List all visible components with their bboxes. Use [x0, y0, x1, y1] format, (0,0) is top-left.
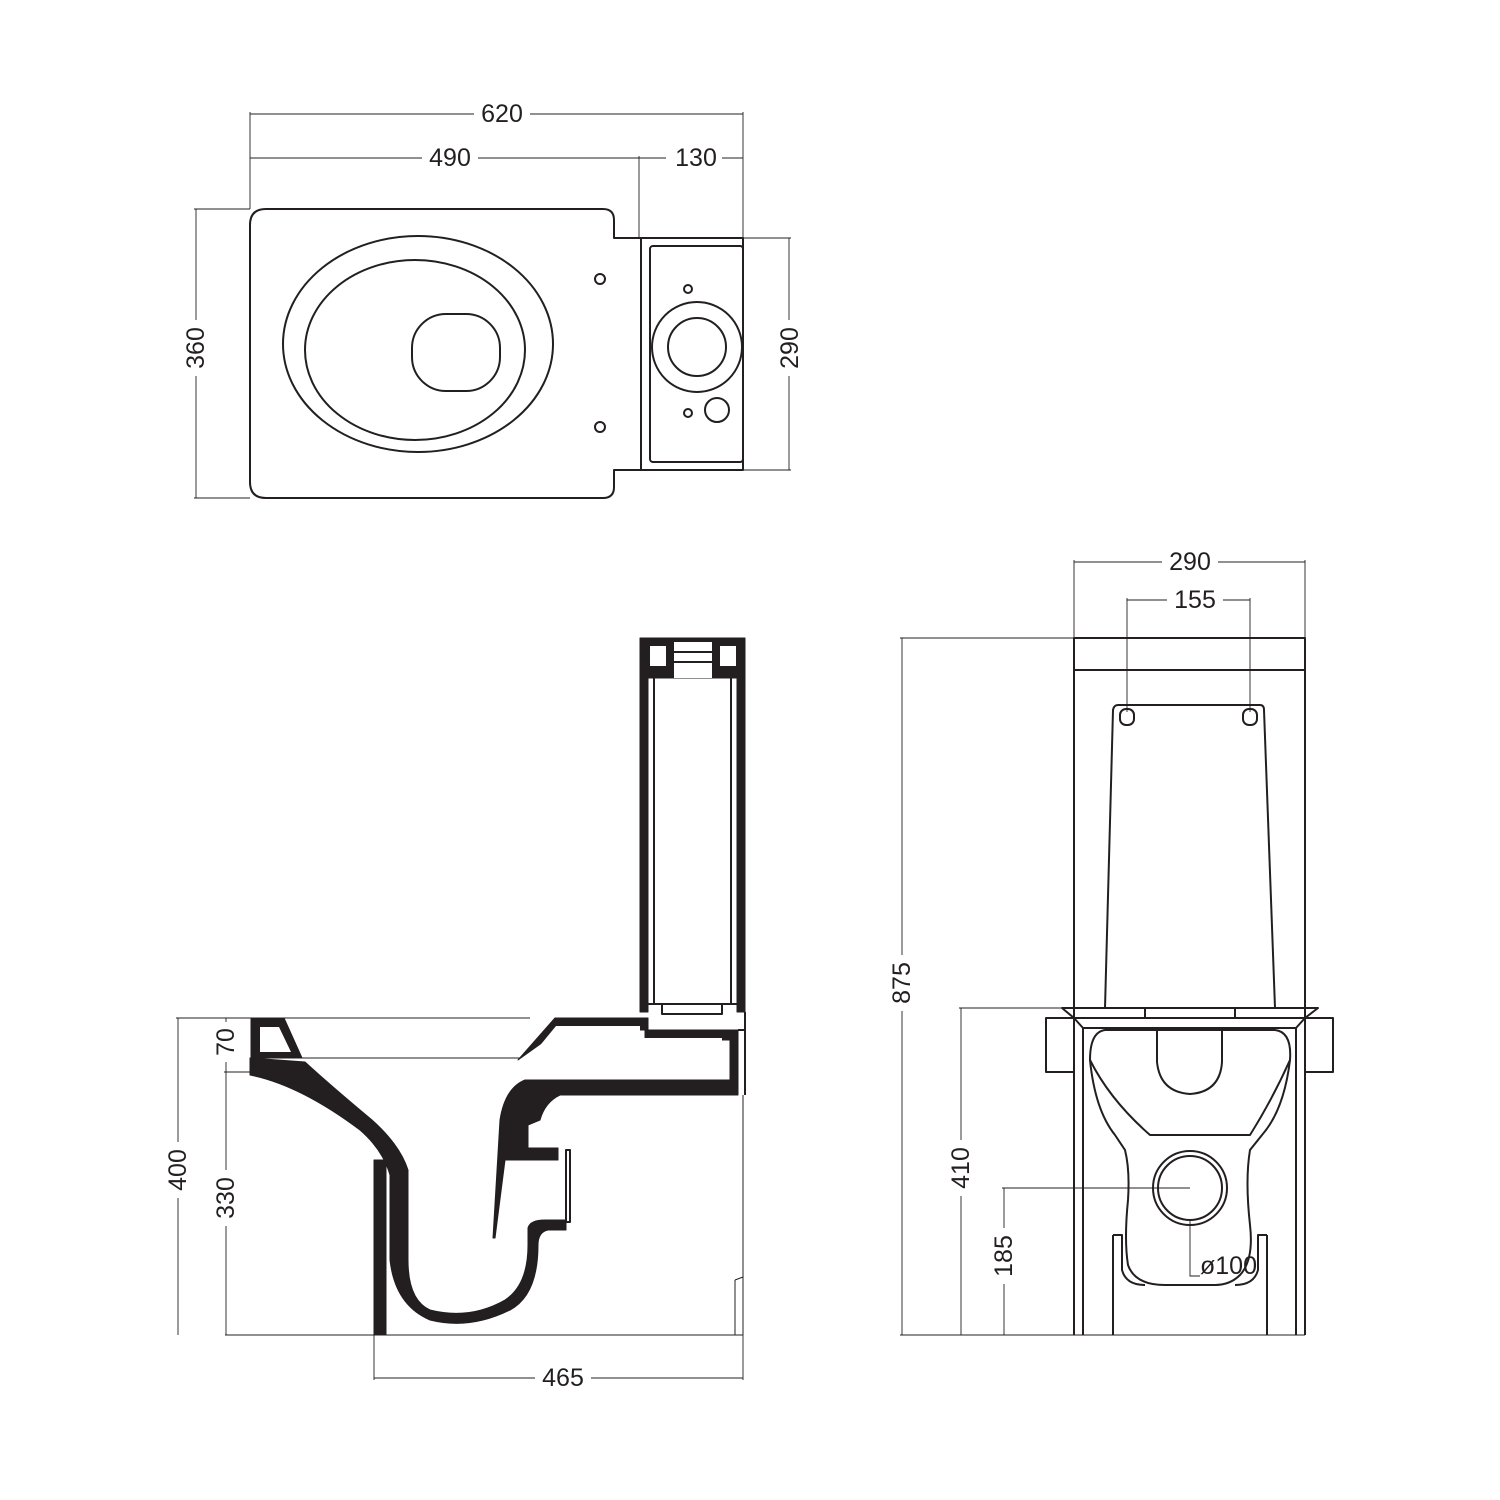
- front-view-cistern-lid: [1073, 637, 1306, 671]
- side-view-bowl: [225, 1012, 746, 1336]
- dim-front-outlet-diameter: ø100: [1200, 1252, 1257, 1280]
- dim-top-depth-cistern: 290: [776, 327, 804, 369]
- dim-front-height-total: 875: [888, 962, 916, 1004]
- side-view-cistern: [639, 637, 746, 1015]
- front-view-bowl: [1089, 1029, 1292, 1286]
- top-view-hinge-hole-upper: [594, 273, 606, 285]
- dim-top-width-bowl: 490: [429, 144, 471, 172]
- top-view-water-surface: [411, 313, 501, 392]
- dim-front-bowl-height: 410: [947, 1147, 975, 1189]
- dim-top-depth-total: 360: [182, 327, 210, 369]
- top-view-bowl-rim: [304, 259, 526, 441]
- top-view: 620 490 130 360 290: [181, 99, 804, 499]
- front-view: 290 155 875 410 185 ø100: [887, 547, 1334, 1336]
- top-view-flush-button-inner: [667, 317, 727, 377]
- top-view-small-hole-lower: [683, 408, 693, 418]
- dim-top-width-cistern: 130: [675, 144, 717, 172]
- side-view: 400 70 330 465: [163, 637, 746, 1393]
- top-view-cistern: [649, 245, 744, 463]
- dim-top-width-total: 620: [481, 100, 523, 128]
- top-view-bowl-outline: [249, 208, 744, 499]
- top-view-secondary-button: [704, 397, 730, 423]
- dim-side-floor-length: 465: [542, 1364, 584, 1392]
- dim-side-rim-thickness: 70: [212, 1028, 240, 1056]
- top-view-flush-button-outer: [651, 301, 743, 393]
- top-view-seat: [282, 235, 554, 453]
- dim-side-height-total: 400: [164, 1149, 192, 1191]
- front-view-cistern-panel: [1104, 704, 1276, 1009]
- front-view-wing-right: [1304, 1017, 1334, 1073]
- front-view-wing-left: [1045, 1017, 1075, 1073]
- dim-front-fixing-spacing: 155: [1174, 586, 1216, 614]
- dim-front-cistern-width: 290: [1169, 548, 1211, 576]
- dim-front-outlet-height: 185: [990, 1235, 1018, 1277]
- top-view-hinge-hole-lower: [594, 421, 606, 433]
- dim-side-seat-height: 330: [212, 1177, 240, 1219]
- top-view-small-hole-upper: [683, 284, 693, 294]
